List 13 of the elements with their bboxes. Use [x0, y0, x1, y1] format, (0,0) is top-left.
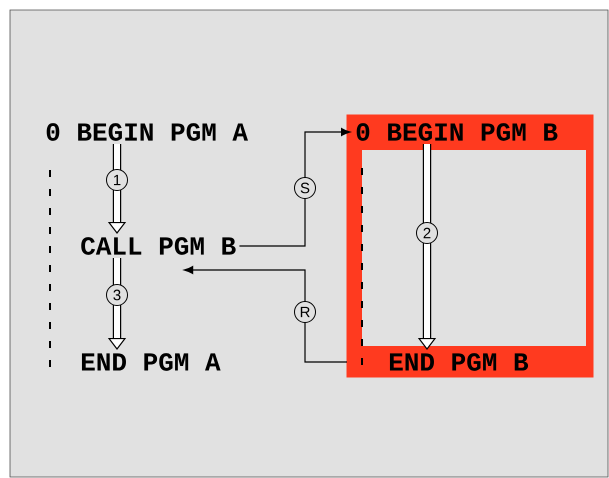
code-line: CALL PGM B — [81, 237, 236, 255]
arrow — [239, 128, 350, 247]
edge-label: 2 — [416, 222, 438, 244]
code-line: END PGM A — [82, 353, 221, 371]
edge-label: 1 — [106, 169, 128, 191]
code-line: 0 BEGIN PGM B — [356, 123, 558, 141]
program-frame — [346, 114, 594, 378]
edge-label: 3 — [106, 284, 128, 306]
edge-label: S — [294, 177, 316, 199]
arrow — [184, 266, 347, 363]
code-line: 0 BEGIN PGM A — [46, 123, 248, 141]
edge-label: R — [294, 301, 316, 323]
code-line: END PGM B — [390, 353, 528, 371]
